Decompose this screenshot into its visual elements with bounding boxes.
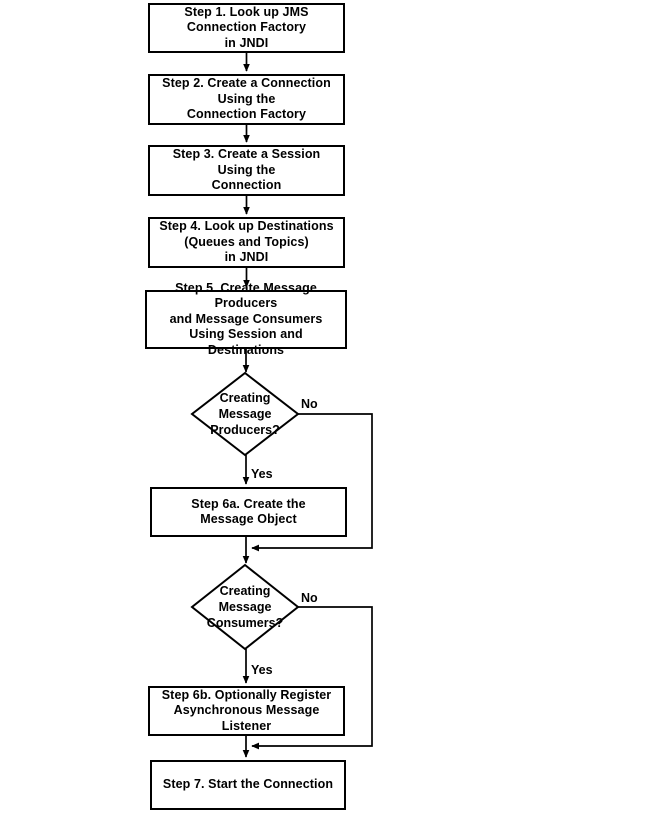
edge-label-producers-yes: Yes xyxy=(251,467,273,481)
decision-node-consumers xyxy=(190,563,300,651)
process-node-step1[interactable]: Step 1. Look up JMS Connection Factory i… xyxy=(148,3,345,53)
process-node-step6b[interactable]: Step 6b. Optionally Register Asynchronou… xyxy=(148,686,345,736)
process-node-step3[interactable]: Step 3. Create a Session Using the Conne… xyxy=(148,145,345,196)
edge-label-producers-no: No xyxy=(301,397,318,411)
edge-label-consumers-yes: Yes xyxy=(251,663,273,677)
process-node-step5[interactable]: Step 5. Create Message Producers and Mes… xyxy=(145,281,347,357)
process-node-step4[interactable]: Step 4. Look up Destinations (Queues and… xyxy=(148,217,345,268)
connector-decision1-bypass xyxy=(251,413,373,552)
process-node-step6a[interactable]: Step 6a. Create the Message Object xyxy=(150,487,347,537)
process-node-step2[interactable]: Step 2. Create a Connection Using the Co… xyxy=(148,74,345,125)
process-node-step7[interactable]: Step 7. Start the Connection xyxy=(150,760,346,810)
connector-decision2-bypass xyxy=(251,606,373,750)
decision-node-producers xyxy=(190,371,300,457)
edge-label-consumers-no: No xyxy=(301,591,318,605)
